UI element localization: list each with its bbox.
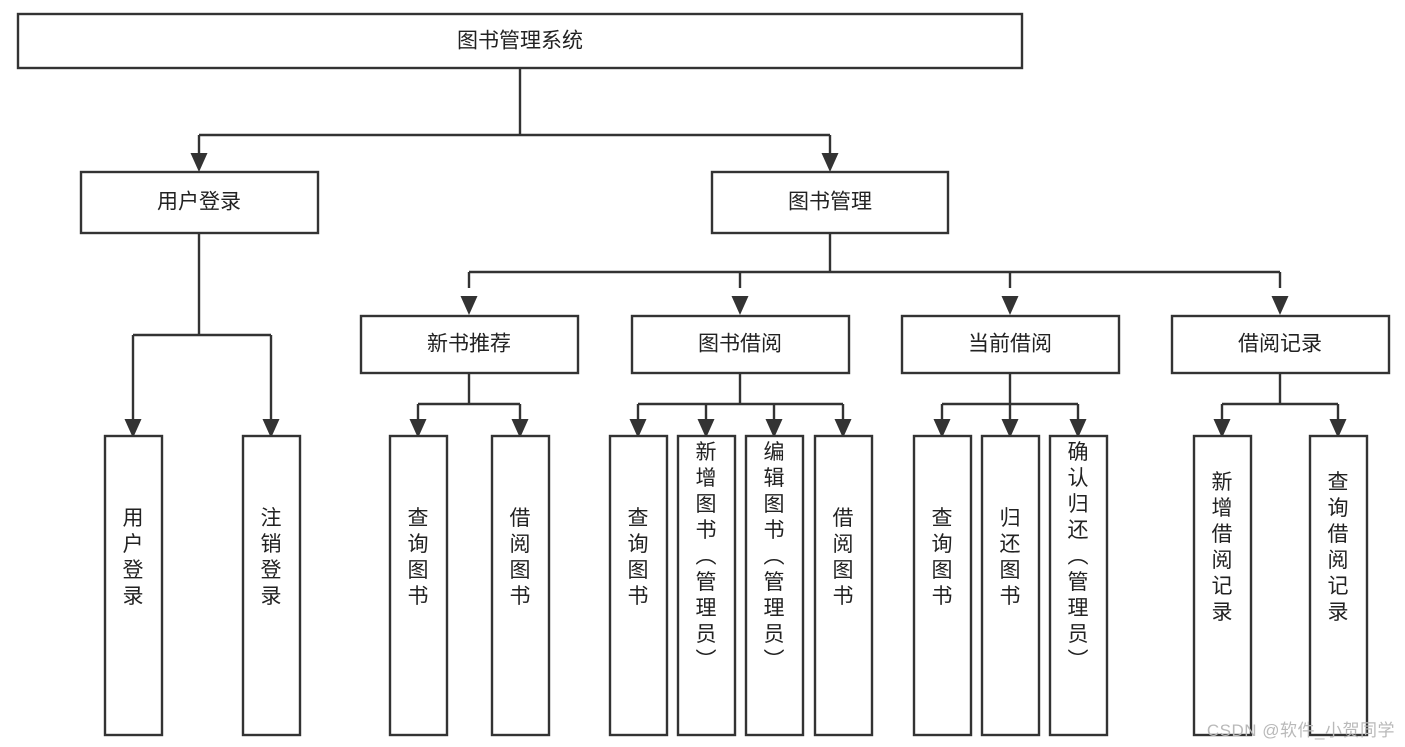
node-current-borrow[interactable]: 当前借阅 (900, 314, 1121, 375)
leaf-logout-label: 注销登录 (261, 507, 282, 608)
leaf-borrow-book-borrow[interactable]: 借阅图书 (813, 434, 874, 737)
node-borrow-record-label: 借阅记录 (1238, 333, 1322, 356)
node-root[interactable]: 图书管理系统 (16, 12, 1024, 70)
csdn-watermark: CSDN @软件_小贺同学 (1206, 721, 1395, 740)
leaf-query-book-newbook[interactable]: 查询图书 (388, 434, 449, 737)
leaf-query-book-current-label: 查询图书 (932, 507, 953, 608)
leaf-query-book-current[interactable]: 查询图书 (912, 434, 973, 737)
leaf-add-borrow-record[interactable]: 新增借阅记录 (1192, 434, 1253, 737)
node-user-login-label: 用户登录 (157, 191, 241, 214)
leaf-query-book-borrow-label: 查询图书 (628, 507, 649, 608)
node-book-management[interactable]: 图书管理 (710, 170, 950, 235)
node-new-book-recommend-label: 新书推荐 (427, 333, 511, 356)
node-book-management-label: 图书管理 (788, 191, 872, 214)
leaf-query-borrow-record-label: 查询借阅记录 (1328, 471, 1349, 624)
node-user-login[interactable]: 用户登录 (79, 170, 320, 235)
leaf-borrow-book-newbook[interactable]: 借阅图书 (490, 434, 551, 737)
leaf-edit-book-admin-label: 编辑图书︵管理员︶ (764, 441, 785, 672)
leaf-return-book[interactable]: 归还图书 (980, 434, 1041, 737)
arrow-to-book-mgmt (821, 153, 839, 172)
leaf-return-book-label: 归还图书 (1000, 507, 1021, 608)
leaf-query-borrow-record[interactable]: 查询借阅记录 (1308, 434, 1369, 737)
leaf-query-book-borrow[interactable]: 查询图书 (608, 434, 669, 737)
arrow-to-book-borrow (731, 296, 749, 315)
leaf-add-book-admin[interactable]: 新增图书︵管理员︶ (676, 434, 737, 737)
node-new-book-recommend[interactable]: 新书推荐 (359, 314, 580, 375)
leaf-borrow-book-borrow-label: 借阅图书 (833, 507, 854, 608)
connector-layer (124, 68, 1347, 438)
node-current-borrow-label: 当前借阅 (968, 333, 1052, 356)
leaf-edit-book-admin[interactable]: 编辑图书︵管理员︶ (744, 434, 805, 737)
arrow-to-current-borrow (1001, 296, 1019, 315)
arrow-to-user-login (190, 153, 208, 172)
leaf-query-book-newbook-label: 查询图书 (408, 507, 429, 608)
arrow-to-new-book-rec (460, 296, 478, 315)
node-book-borrow[interactable]: 图书借阅 (630, 314, 851, 375)
leaf-confirm-return-admin[interactable]: 确认归还︵管理员︶ (1048, 434, 1109, 737)
node-book-borrow-label: 图书借阅 (698, 333, 782, 356)
leaf-user-login[interactable]: 用户登录 (103, 434, 164, 737)
leaf-add-borrow-record-label: 新增借阅记录 (1212, 471, 1233, 624)
leaf-user-login-label: 用户登录 (123, 507, 144, 608)
node-borrow-record[interactable]: 借阅记录 (1170, 314, 1391, 375)
leaf-borrow-book-newbook-label: 借阅图书 (510, 507, 531, 608)
node-root-label: 图书管理系统 (457, 30, 583, 53)
arrow-to-borrow-record (1271, 296, 1289, 315)
leaf-confirm-return-admin-label: 确认归还︵管理员︶ (1068, 441, 1089, 672)
leaf-logout[interactable]: 注销登录 (241, 434, 302, 737)
leaf-add-book-admin-label: 新增图书︵管理员︶ (696, 441, 717, 672)
